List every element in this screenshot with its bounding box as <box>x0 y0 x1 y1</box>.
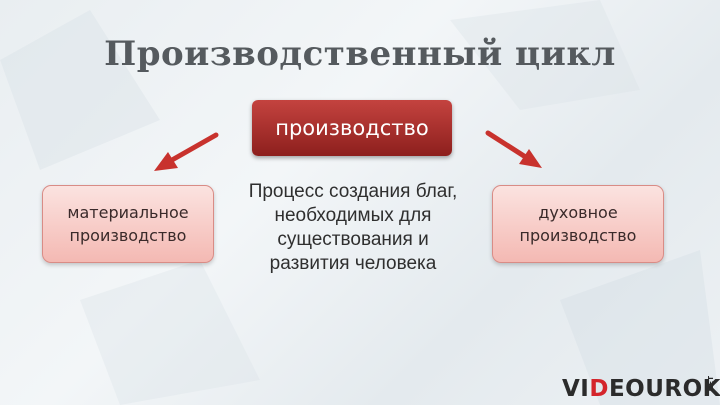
logo-suffix: NET <box>707 376 715 392</box>
production-description: Процесс создания благ, необходимых для с… <box>248 181 458 274</box>
material-production-node: материальное производство <box>42 185 214 263</box>
left-arrow <box>154 132 219 171</box>
page-title: Производственный цикл <box>104 34 616 74</box>
logo-part: VI <box>562 376 590 402</box>
videouroki-logo: VIDEOUROKI <box>562 376 720 402</box>
spiritual-production-node: духовное производство <box>492 185 664 263</box>
logo-accent: D <box>589 376 609 402</box>
logo-part: EOUROKI <box>608 376 720 402</box>
production-node: производство <box>252 100 452 156</box>
right-arrow <box>485 130 542 168</box>
